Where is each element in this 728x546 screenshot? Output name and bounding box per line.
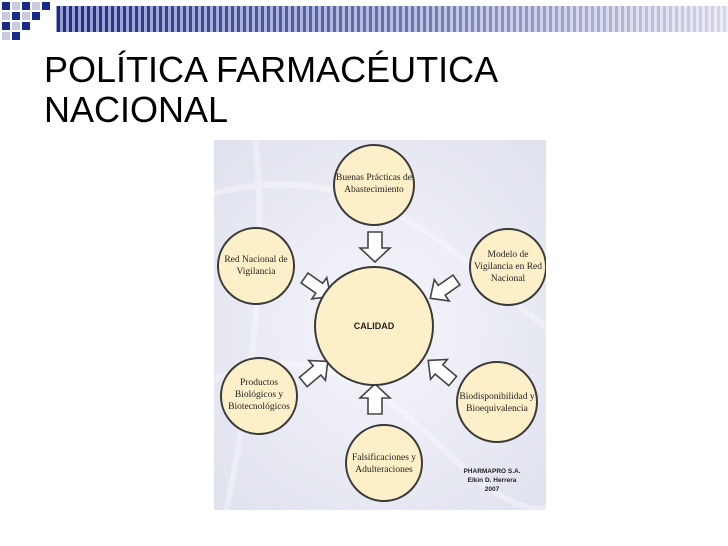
- quality-diagram: CALIDAD Buenas Prácticas de Abastecimien…: [214, 140, 546, 510]
- arrow-bottom: [357, 382, 393, 415]
- title-line-1: POLÍTICA FARMACÉUTICA: [44, 49, 499, 90]
- svg-text:Adulteraciones: Adulteraciones: [355, 465, 413, 475]
- svg-text:Biotecnológicos: Biotecnológicos: [228, 402, 290, 412]
- svg-text:Elkin D. Herrera: Elkin D. Herrera: [468, 477, 517, 484]
- node-falsificaciones: Falsificaciones y Adulteraciones: [345, 424, 423, 502]
- corner-squares: [2, 2, 50, 40]
- node-red-nacional: Red Nacional de Vigilancia: [217, 227, 295, 305]
- svg-text:2007: 2007: [485, 486, 500, 493]
- slide-title: POLÍTICA FARMACÉUTICA NACIONAL: [44, 50, 498, 130]
- credit-block: PHARMAPRO S.A. Elkin D. Herrera 2007: [463, 468, 520, 493]
- node-productos-biologicos: Productos Biológicos y Biotecnológicos: [220, 357, 298, 435]
- arrow-bottom-right: [427, 358, 458, 387]
- svg-text:Biológicos y: Biológicos y: [235, 390, 284, 400]
- header-band: [2, 2, 728, 40]
- node-biodisponibilidad: Biodisponibilidad y Bioequivalencia: [456, 361, 538, 443]
- title-line-2: NACIONAL: [44, 89, 229, 130]
- center-label: CALIDAD: [354, 321, 395, 331]
- svg-text:Productos: Productos: [240, 378, 278, 388]
- node-buenas-practicas: Buenas Prácticas de Abastecimiento: [333, 144, 415, 226]
- svg-text:Falsificaciones y: Falsificaciones y: [352, 452, 416, 463]
- svg-text:Vigilancia: Vigilancia: [237, 267, 277, 277]
- svg-text:Red Nacional de: Red Nacional de: [224, 255, 287, 265]
- svg-text:Vigilancia en Red: Vigilancia en Red: [474, 262, 542, 272]
- arrow-bottom-left: [298, 359, 329, 388]
- svg-text:Nacional: Nacional: [491, 274, 526, 284]
- svg-text:PHARMAPRO S.A.: PHARMAPRO S.A.: [463, 468, 520, 475]
- svg-text:Biodisponibilidad y: Biodisponibilidad y: [459, 392, 534, 402]
- arrow-top-right: [429, 273, 462, 302]
- center-node: CALIDAD: [314, 266, 434, 386]
- svg-text:Buenas Prácticas de: Buenas Prácticas de: [336, 173, 412, 183]
- node-modelo-vigilancia: Modelo de Vigilancia en Red Nacional: [469, 228, 546, 306]
- svg-text:Abastecimiento: Abastecimiento: [344, 185, 404, 195]
- svg-text:Bioequivalencia: Bioequivalencia: [466, 404, 529, 414]
- arrow-top: [357, 231, 393, 264]
- svg-text:Modelo de: Modelo de: [488, 250, 529, 260]
